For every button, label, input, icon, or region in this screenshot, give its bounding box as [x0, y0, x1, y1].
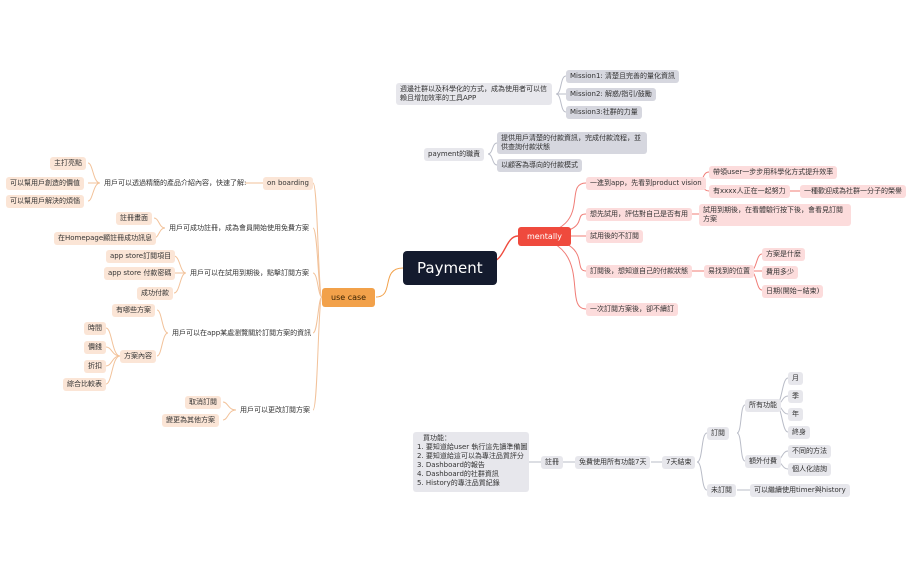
mentally-b5-node[interactable]: 一次訂閱方案後，卻不續訂	[586, 303, 678, 316]
not-subscribed-detail-node[interactable]: 可以繼續使用timer與history	[750, 484, 850, 497]
buy-feature-item: 3. Dashboard的報告	[417, 461, 485, 469]
mission-2-node[interactable]: Mission2: 解惑/指引/鼓勵	[566, 88, 656, 101]
usecase-u1a-2-node[interactable]: 可以幫用戶創造的價值	[6, 177, 84, 190]
mentally-node[interactable]: mentally	[518, 227, 572, 246]
extra-item-1-node[interactable]: 不同的方法	[788, 445, 831, 458]
extra-item-2-node[interactable]: 個人化諮詢	[788, 463, 831, 476]
mentally-b4-node[interactable]: 訂閱後，想知道自己的付款狀態	[586, 265, 692, 278]
buy-feature-item: 4. Dashboard的社群資訊	[417, 470, 499, 478]
payment-role-node[interactable]: payment的職責	[424, 148, 485, 161]
usecase-u2-node[interactable]: 用戶可成功註冊，成為會員開始使用免費方案	[169, 224, 309, 232]
subscribe-node[interactable]: 訂閱	[707, 427, 729, 440]
usecase-u1a-1-node[interactable]: 主打亮點	[50, 157, 86, 170]
free7-node[interactable]: 免費使用所有功能7天	[575, 456, 651, 469]
period-quarter-node[interactable]: 季	[788, 390, 803, 403]
mentally-b4a-1-node[interactable]: 方案是什麼	[762, 248, 805, 261]
usecase-u3-2-node[interactable]: app store 付款密碼	[104, 267, 176, 280]
usecase-u4b-4-node[interactable]: 綜合比較表	[63, 378, 106, 391]
usecase-u2-2-node[interactable]: 在Homepage顯註冊成功訊息	[54, 232, 157, 245]
buy-features-node[interactable]: 買功能： 1. 要知道給user 執行這先讀準備圖 2. 要知道給這可以為專注品…	[413, 432, 529, 492]
usecase-u3-node[interactable]: 用戶可以在試用到期後，點擊訂閱方案	[190, 269, 309, 277]
mission-1-node[interactable]: Mission1: 清楚且完善的量化資訊	[566, 70, 679, 83]
mentally-b4a-2-node[interactable]: 費用多少	[762, 266, 798, 279]
usecase-u3-3-node[interactable]: 成功付款	[137, 287, 173, 300]
mentally-b1a-node[interactable]: 帶領user一步步用科學化方式提升效率	[709, 166, 838, 179]
mentally-b2-node[interactable]: 想先試用，評估對自己是否有用	[586, 208, 692, 221]
mentally-b3-node[interactable]: 試用後的不訂閱	[586, 230, 643, 243]
mentally-b1b1-node[interactable]: 一種歡迎成為社群一分子的榮譽	[800, 185, 906, 198]
usecase-u4b-2-node[interactable]: 價錢	[84, 341, 106, 354]
buy-feature-item: 5. History的專注品質紀錄	[417, 479, 500, 487]
mentally-b4a-3-node[interactable]: 日期(開始~結束)	[762, 285, 824, 298]
mentally-b1b-node[interactable]: 有xxxx人正在一起努力	[709, 185, 790, 198]
usecase-u3-1-node[interactable]: app store訂閱項目	[106, 250, 176, 263]
role-1-node[interactable]: 提供用戶清楚的付款資訊，完成付款流程，並供查詢付款狀態	[497, 132, 647, 154]
intro-node[interactable]: 週邊社群以及科學化的方式，成為使用者可以信賴且增加效率的工具APP	[396, 83, 552, 105]
usecase-u5-1-node[interactable]: 取消訂閱	[185, 396, 221, 409]
extra-pay-node[interactable]: 額外付費	[745, 455, 781, 468]
usecase-u4a-node[interactable]: 有哪些方案	[112, 304, 155, 317]
usecase-u4b-1-node[interactable]: 時間	[84, 322, 106, 335]
not-subscribed-node[interactable]: 未訂閱	[707, 484, 736, 497]
usecase-u1-node[interactable]: on boarding	[263, 177, 313, 190]
mission-3-node[interactable]: Mission3:社群的力量	[566, 106, 642, 119]
mentally-b2a-node[interactable]: 試用到期後，在看體驗行按下後，會看見訂閱方案	[699, 204, 851, 226]
usecase-u5-node[interactable]: 用戶可以更改訂閱方案	[240, 406, 310, 414]
buy-feature-item: 1. 要知道給user 執行這先讀準備圖	[417, 443, 528, 451]
root-node[interactable]: Payment	[403, 251, 497, 285]
usecase-u4-node[interactable]: 用戶可以在app某處瀏覽關於訂閱方案的資訊	[172, 329, 312, 337]
usecase-node[interactable]: use case	[322, 288, 376, 307]
usecase-u2-1-node[interactable]: 註冊畫面	[116, 212, 152, 225]
usecase-u5-2-node[interactable]: 變更為其他方案	[162, 414, 219, 427]
all-features-node[interactable]: 所有功能	[745, 399, 781, 412]
buy-features-title: 買功能：	[423, 434, 451, 442]
period-lifetime-node[interactable]: 終身	[788, 426, 810, 439]
period-month-node[interactable]: 月	[788, 372, 803, 385]
usecase-u1a-3-node[interactable]: 可以幫用戶解決的煩惱	[6, 195, 84, 208]
mentally-b4a-node[interactable]: 易找到的位置	[704, 265, 754, 278]
period-year-node[interactable]: 年	[788, 408, 803, 421]
end7-node[interactable]: 7天結束	[662, 456, 696, 469]
usecase-u4b-node[interactable]: 方案內容	[120, 350, 156, 363]
role-2-node[interactable]: 以顧客為導向的付款模式	[497, 159, 582, 172]
usecase-u4b-3-node[interactable]: 折扣	[84, 360, 106, 373]
buy-feature-item: 2. 要知道給這可以為專注品質評分	[417, 452, 524, 460]
mentally-b1-node[interactable]: 一進到app，先看到product vision	[586, 177, 706, 190]
register-node[interactable]: 註冊	[541, 456, 563, 469]
usecase-u1a-node[interactable]: 用戶可以透過精簡的產品介紹內容，快速了解:	[104, 179, 247, 187]
